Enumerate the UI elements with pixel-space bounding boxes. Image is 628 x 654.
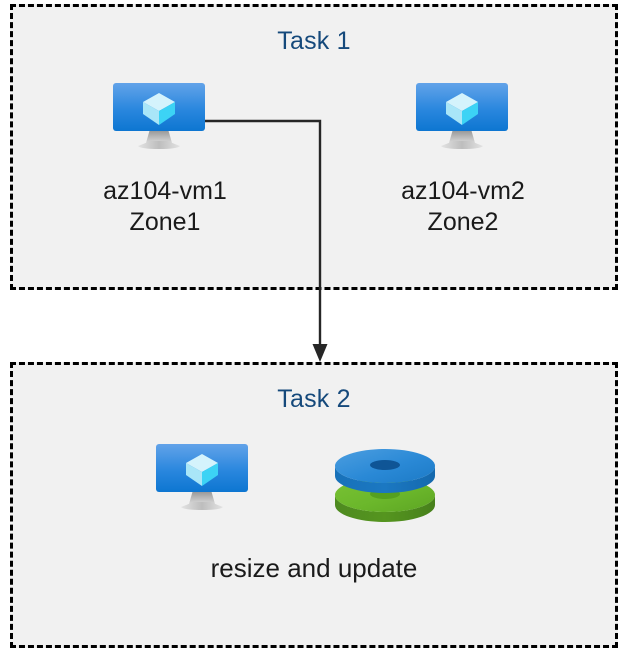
azure-virtual-machine-icon [415, 82, 515, 157]
azure-disks-icon [333, 443, 438, 523]
azure-virtual-machine-icon [112, 82, 212, 157]
task-2-caption: resize and update [210, 553, 418, 583]
arrow-down-icon [312, 344, 328, 362]
vm2-label: az104-vm2 Zone2 [401, 177, 525, 236]
azure-virtual-machine-icon [155, 443, 255, 518]
task-2-group-box [10, 362, 618, 648]
task-1-title: Task 1 [277, 27, 351, 55]
vm1-label: az104-vm1 Zone1 [103, 177, 227, 236]
task-2-title: Task 2 [277, 385, 351, 413]
